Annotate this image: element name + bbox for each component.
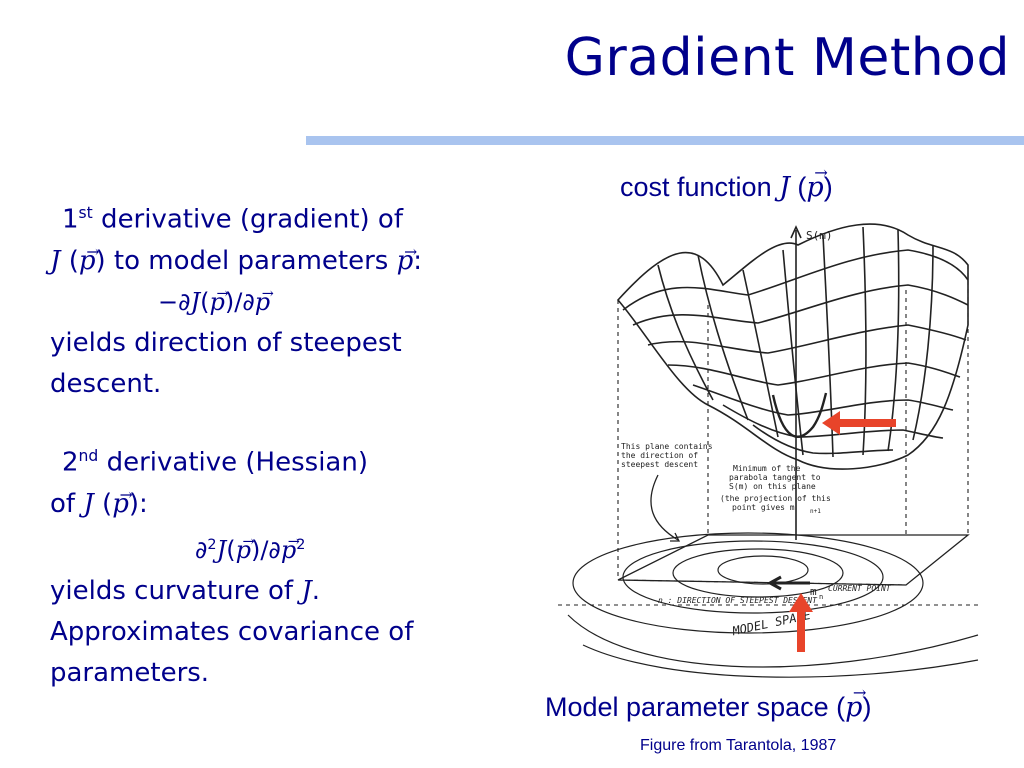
- cost-label-text: cost function: [620, 172, 780, 202]
- symbol-p-vector: p: [397, 232, 417, 282]
- minimum-note-line: point gives m: [732, 503, 795, 512]
- hessian-line-4: yields curvature of J.: [50, 571, 520, 612]
- caption-text: Model parameter space (: [545, 692, 846, 722]
- note-arrow: [650, 474, 679, 541]
- hessian-formula: ∂2J(p)/∂p2: [50, 522, 520, 571]
- formula-J: J: [216, 535, 227, 564]
- cost-surface-figure: S(m) 232 This plane contains the directi…: [558, 223, 979, 678]
- red-arrow-vertical-head: [789, 593, 813, 612]
- line2-prefix: of: [50, 488, 84, 519]
- mn-label-sub: n: [819, 593, 823, 601]
- heading-text: derivative (gradient) of: [92, 204, 403, 235]
- direction-label: n : DIRECTION OF STEEPEST DESCENT: [658, 596, 818, 605]
- formula-p: p: [255, 274, 274, 323]
- figure-credit: Figure from Tarantola, 1987: [640, 737, 837, 754]
- hessian-line-5: Approximates covariance of: [50, 616, 414, 647]
- caption-close: ): [862, 692, 872, 722]
- surface-outline: [616, 223, 969, 470]
- line4-prefix: yields curvature of: [50, 575, 302, 606]
- gradient-line-2: J (p) to model parameters p:: [50, 232, 520, 282]
- cost-function-label: cost function J (p): [620, 163, 833, 203]
- minimum-note-line: Minimum of the: [733, 464, 801, 473]
- gradient-heading: 1st derivative (gradient) of: [50, 193, 520, 241]
- heading-text: derivative (Hessian): [98, 447, 368, 478]
- symbol-p-vector: p: [806, 163, 828, 203]
- tangent-parabola: [771, 392, 828, 438]
- minimum-note-line: (the projection of this: [720, 494, 831, 503]
- plane-note-line: steepest descent: [621, 460, 698, 469]
- symbol-p-vector: p: [845, 683, 867, 723]
- hessian-line-6: parameters.: [50, 657, 210, 688]
- formula-partial: ∂: [195, 535, 208, 564]
- gradient-formula: −∂J(p)/∂p: [50, 274, 520, 323]
- red-arrow-horizontal-head: [822, 411, 840, 435]
- formula-J: J: [190, 287, 201, 316]
- red-arrows: [789, 411, 896, 652]
- ordinal-suffix: nd: [78, 447, 99, 465]
- red-arrow-horizontal-shaft: [840, 419, 896, 427]
- model-space-caption: Model parameter space (p): [545, 683, 872, 723]
- line4-suffix: .: [311, 575, 321, 606]
- minimum-note-line: parabola tangent to: [729, 473, 821, 482]
- minimum-note-line: S(m) on this plane: [729, 482, 816, 491]
- hessian-description: 2nd derivative (Hessian) of J (p): ∂2J(p…: [50, 436, 520, 694]
- slide-title: Gradient Method: [564, 28, 1010, 88]
- ordinal-number: 1: [62, 204, 79, 235]
- ordinal-suffix: st: [78, 204, 93, 222]
- formula-p: p: [281, 522, 300, 571]
- plane-note-line: This plane contains: [621, 442, 713, 451]
- formula-p: p: [210, 274, 229, 323]
- axis-label: S(m): [806, 229, 833, 242]
- gradient-line-5: descent.: [50, 368, 162, 399]
- formula-square: 2: [296, 536, 306, 553]
- formula-partial: ∂: [242, 287, 255, 316]
- line2-text: to model parameters: [105, 245, 397, 276]
- symbol-p-vector: p: [112, 475, 132, 525]
- ordinal-number: 2: [62, 447, 79, 478]
- formula-minus-partial: −∂: [158, 287, 191, 316]
- symbol-J: J: [83, 488, 94, 519]
- symbol-J: J: [50, 245, 61, 276]
- mn-label: m: [810, 585, 817, 598]
- axis-arrow: [790, 225, 802, 239]
- model-space-contours: [567, 532, 979, 678]
- formula-p: p: [236, 522, 255, 571]
- title-underline: [306, 136, 1024, 145]
- minimum-note-sub: n+1: [810, 508, 821, 515]
- symbol-J: J: [779, 172, 790, 203]
- plane-note-line: the direction of: [621, 451, 698, 460]
- gradient-description: 1st derivative (gradient) of J (p) to mo…: [50, 193, 520, 405]
- hessian-line-2: of J (p):: [50, 475, 520, 525]
- formula-square: 2: [207, 536, 217, 553]
- symbol-J: J: [301, 575, 312, 606]
- current-point-label: CURRENT POINT: [828, 584, 892, 593]
- symbol-p-vector: p: [79, 232, 99, 282]
- formula-partial: ∂: [268, 535, 281, 564]
- gradient-line-4: yields direction of steepest: [50, 327, 402, 358]
- hessian-heading: 2nd derivative (Hessian): [50, 436, 520, 484]
- red-arrow-vertical-shaft: [797, 610, 805, 652]
